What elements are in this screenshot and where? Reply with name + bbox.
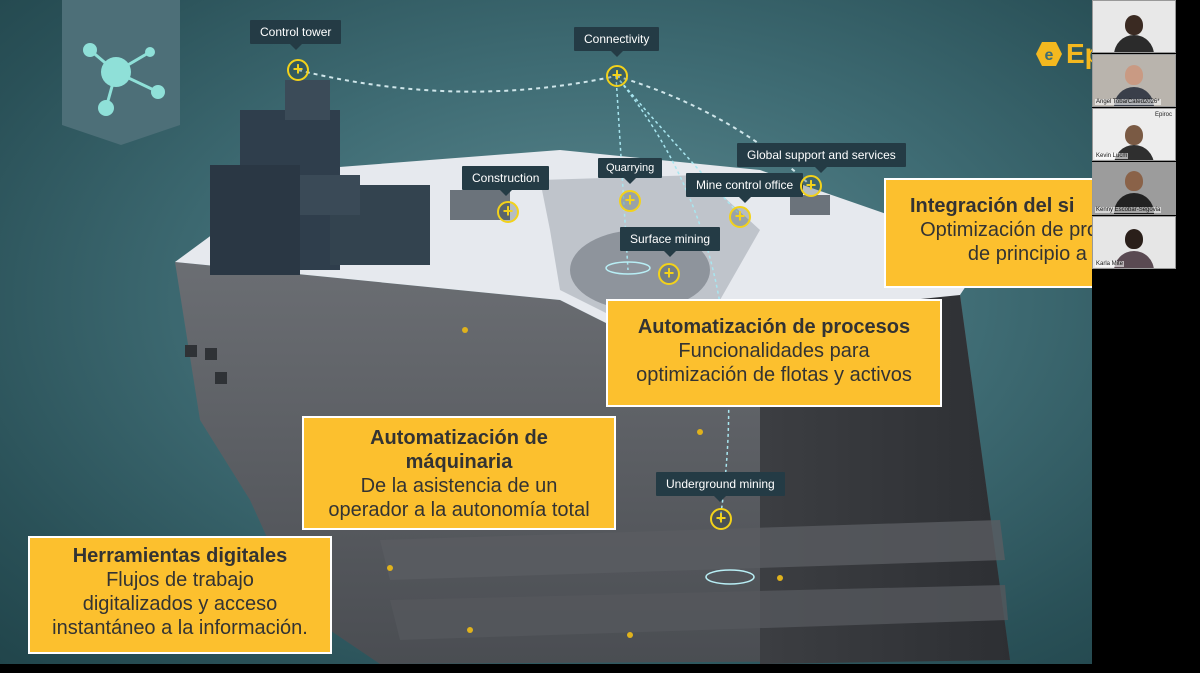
epiroc-logo-icon: e	[1036, 42, 1062, 66]
participant-name: Karla Mite	[1095, 261, 1125, 267]
participant-video-strip: Angel TobarCated2026* Epiroc Kevin Lucm …	[1092, 0, 1176, 270]
plus-circle-icon[interactable]: +	[497, 201, 519, 223]
plus-circle-icon[interactable]: +	[619, 190, 641, 212]
callout-procesos: Automatización de procesos Funcionalidad…	[606, 299, 942, 407]
tag-global-support[interactable]: Global support and services	[737, 143, 906, 173]
plus-circle-icon[interactable]: +	[710, 508, 732, 530]
participant-body	[1114, 35, 1154, 52]
callout-body: Optimización de pro de principio a f	[920, 219, 1092, 265]
plus-circle-icon[interactable]: +	[729, 206, 751, 228]
callout-herramientas: Herramientas digitales Flujos de trabajo…	[28, 536, 332, 654]
tag-underground-mining[interactable]: Underground mining	[656, 472, 785, 502]
participant-tile[interactable]: Epiroc Kevin Lucm	[1092, 108, 1176, 161]
presentation-slide: e Ep Control tower + Connectivity + Cons…	[0, 0, 1092, 664]
callout-title: Integración del si	[910, 195, 1075, 217]
brand-logo: e Ep	[1036, 38, 1092, 70]
tag-connectivity[interactable]: Connectivity	[574, 27, 660, 57]
tag-surface-mining[interactable]: Surface mining	[620, 227, 721, 257]
participant-head	[1125, 171, 1143, 191]
callout-body: Flujos de trabajo digitalizados y acceso…	[52, 569, 308, 639]
participant-head	[1125, 229, 1143, 249]
participant-name: Kenny Escobar-Segovia	[1095, 207, 1162, 213]
participant-tile[interactable]: Kenny Escobar-Segovia	[1092, 162, 1176, 215]
tag-mine-control-office[interactable]: Mine control office	[686, 173, 804, 203]
callout-title: Automatización de máquinaria	[370, 427, 548, 473]
tag-construction[interactable]: Construction	[462, 166, 550, 196]
participant-head	[1125, 65, 1143, 85]
callout-integracion: Integración del si Optimización de pro d…	[884, 178, 1092, 288]
participant-tile[interactable]: Karla Mite	[1092, 216, 1176, 269]
participant-name: Angel TobarCated2026*	[1095, 99, 1161, 105]
participant-head	[1125, 125, 1143, 145]
brand-name: Ep	[1066, 38, 1092, 69]
network-nodes-icon	[62, 0, 180, 145]
participant-tile[interactable]: Angel TobarCated2026*	[1092, 54, 1176, 107]
callout-body: Funcionalidades para optimización de flo…	[636, 340, 912, 386]
plus-circle-icon[interactable]: +	[606, 65, 628, 87]
callout-maquinaria: Automatización de máquinaria De la asist…	[302, 416, 616, 530]
callout-title: Automatización de procesos	[637, 316, 911, 338]
callout-title: Herramientas digitales	[72, 545, 288, 567]
plus-circle-icon[interactable]: +	[658, 263, 680, 285]
tag-control-tower[interactable]: Control tower	[250, 20, 342, 50]
participant-name: Kevin Lucm	[1095, 153, 1129, 159]
participant-tile[interactable]	[1092, 0, 1176, 53]
svg-text:e: e	[1045, 47, 1054, 64]
plus-circle-icon[interactable]: +	[800, 175, 822, 197]
participant-logo: Epiroc	[1154, 112, 1172, 118]
tag-quarrying[interactable]: Quarrying	[598, 158, 663, 184]
plus-circle-icon[interactable]: +	[287, 59, 309, 81]
participant-head	[1125, 15, 1143, 35]
callout-body: De la asistencia de un operador a la aut…	[328, 475, 590, 521]
